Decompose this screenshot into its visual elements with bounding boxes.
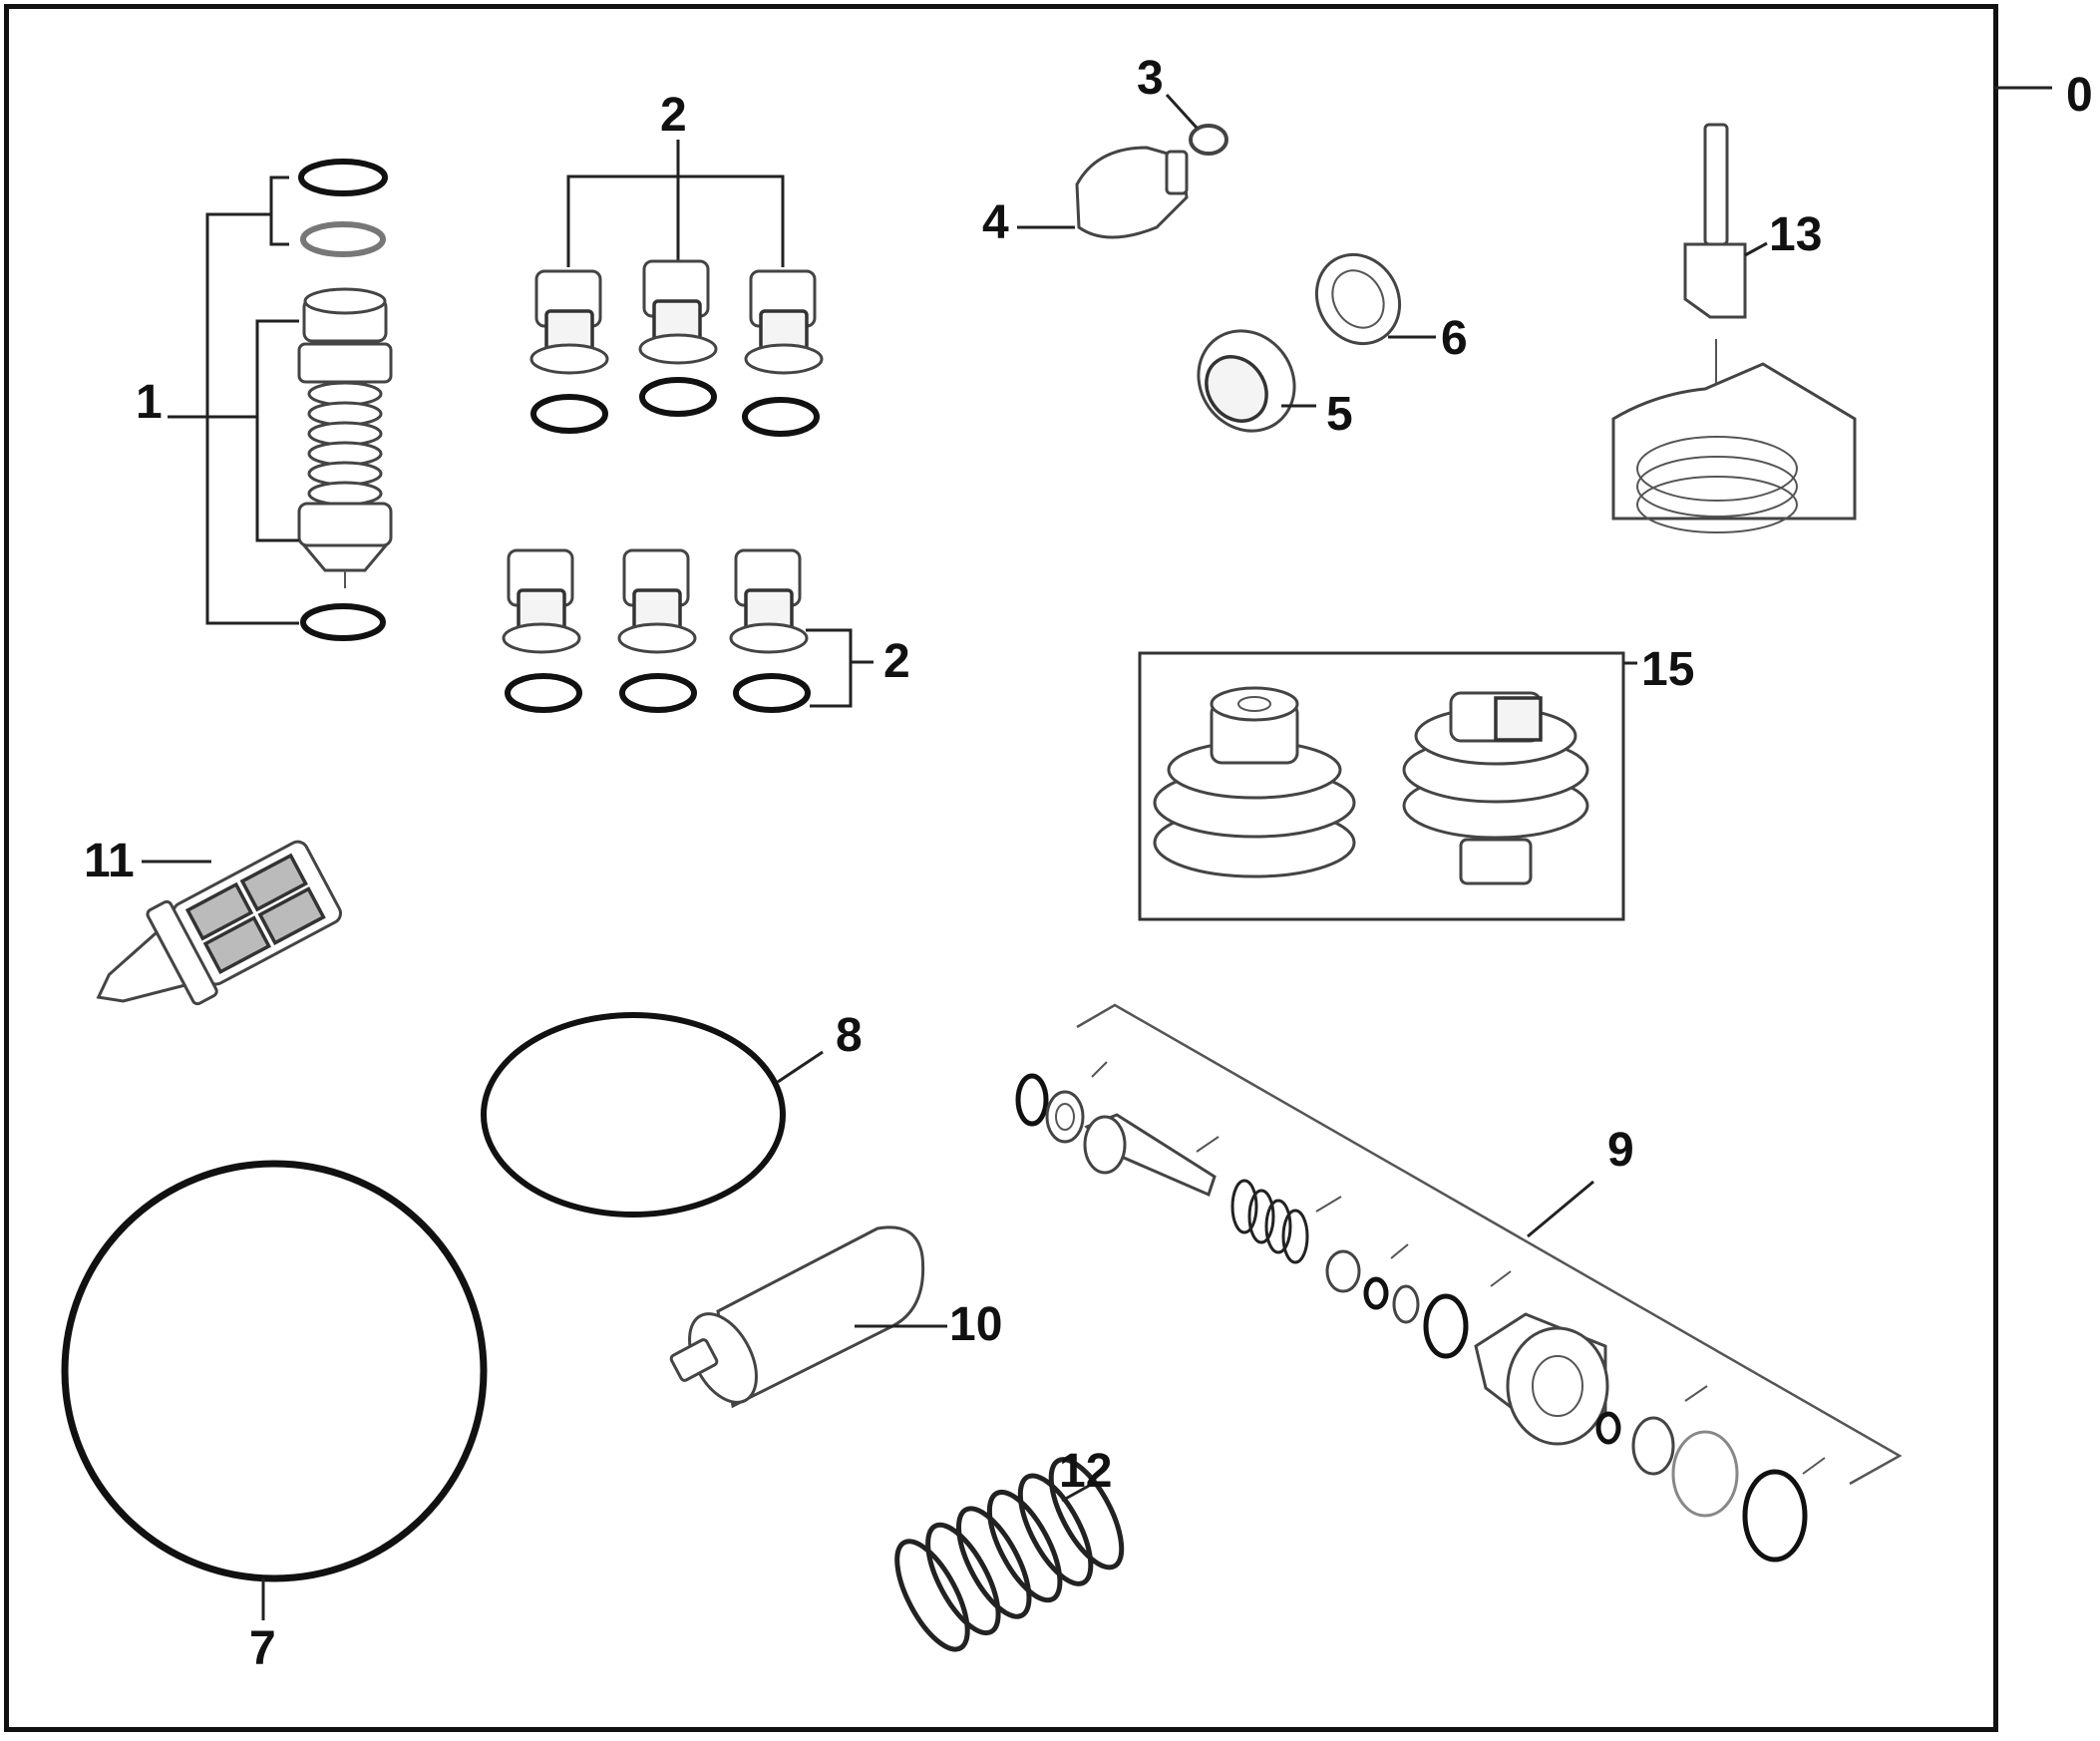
part-15-valve-left bbox=[1153, 686, 1356, 878]
valve-cap bbox=[303, 287, 387, 315]
o-ring-lower bbox=[300, 603, 386, 641]
leader-9-rail bbox=[1076, 1003, 1903, 1486]
part-3-small-ring bbox=[1165, 93, 1228, 156]
leader-2b bbox=[806, 628, 853, 708]
part-15-box bbox=[1138, 651, 1625, 921]
callout-2-upper: 2 bbox=[660, 89, 687, 142]
callout-3: 3 bbox=[1137, 52, 1164, 105]
callout-10: 10 bbox=[949, 1298, 1003, 1351]
callout-2-lower: 2 bbox=[883, 635, 910, 688]
part-1-valve-assembly bbox=[168, 159, 393, 641]
o-ring bbox=[298, 159, 388, 196]
part-5-seal bbox=[1197, 329, 1316, 433]
part-6-seal bbox=[1314, 252, 1436, 346]
valve-tip bbox=[300, 543, 390, 572]
callout-0: 0 bbox=[2066, 69, 2093, 122]
callout-7: 7 bbox=[249, 1622, 276, 1675]
callout-1: 1 bbox=[136, 376, 163, 429]
callout-5: 5 bbox=[1326, 388, 1353, 441]
part-10-grease-tube bbox=[669, 1225, 947, 1409]
backup-ring bbox=[300, 221, 386, 257]
diagram-frame bbox=[4, 4, 1998, 1732]
part-2-check-valves-upper bbox=[529, 140, 824, 437]
leader-2a bbox=[566, 174, 785, 267]
leader-9 bbox=[1527, 1180, 1594, 1238]
part-15-valve-kit bbox=[1138, 651, 1637, 921]
valve-collar bbox=[297, 342, 393, 384]
part-11-filter bbox=[96, 840, 342, 1006]
part-9-shaft-assembly bbox=[1015, 1003, 1903, 1563]
part-13-stem bbox=[1611, 123, 1857, 533]
callout-11: 11 bbox=[84, 835, 135, 887]
leader-1b bbox=[255, 319, 299, 542]
part-15-valve-right bbox=[1402, 691, 1589, 885]
part-4-fitting bbox=[1017, 146, 1189, 239]
leader-1a bbox=[269, 175, 289, 246]
part-8-o-ring bbox=[481, 1012, 824, 1218]
callout-12: 12 bbox=[1059, 1445, 1113, 1498]
part-7-large-o-ring bbox=[61, 1160, 488, 1620]
callout-6: 6 bbox=[1441, 312, 1468, 365]
callout-9: 9 bbox=[1607, 1124, 1634, 1177]
part-2-check-valves-lower bbox=[502, 548, 874, 713]
valve-body-lower bbox=[297, 502, 393, 547]
callout-13: 13 bbox=[1769, 208, 1823, 261]
valve-spring bbox=[307, 381, 383, 507]
part-9-components bbox=[1015, 1061, 1826, 1563]
callout-4: 4 bbox=[982, 196, 1009, 249]
leader-1c bbox=[205, 212, 299, 625]
callout-15: 15 bbox=[1641, 643, 1695, 696]
part-12-spring bbox=[894, 1457, 1125, 1652]
callout-8: 8 bbox=[836, 1009, 863, 1062]
